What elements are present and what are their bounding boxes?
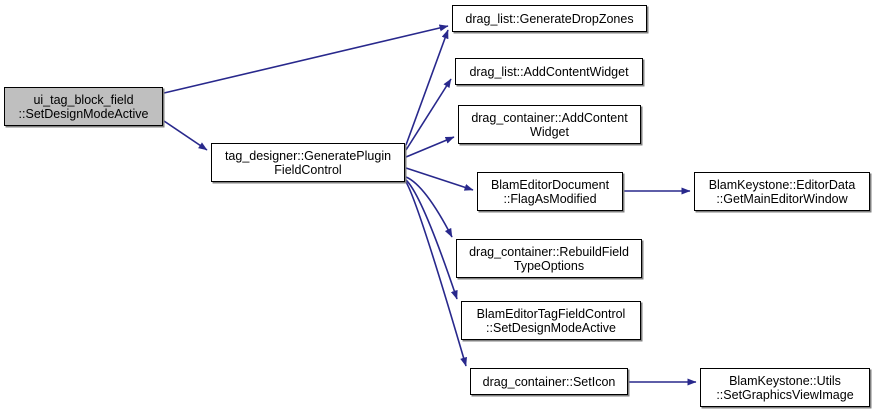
- graph-node-label: tag_designer::GeneratePlugin FieldContro…: [224, 148, 392, 177]
- graph-edge: [405, 136, 455, 158]
- graph-node-set_design_mode_active[interactable]: BlamEditorTagFieldControl ::SetDesignMod…: [461, 301, 641, 340]
- graph-node-add_content_widget_container[interactable]: drag_container::AddContent Widget: [458, 105, 641, 144]
- graph-node-root[interactable]: ui_tag_block_field ::SetDesignModeActive: [4, 87, 163, 126]
- graph-node-label: BlamEditorTagFieldControl ::SetDesignMod…: [476, 306, 626, 335]
- graph-node-label: BlamEditorDocument ::FlagAsModified: [490, 177, 610, 206]
- graph-node-label: BlamKeystone::Utils ::SetGraphicsViewIma…: [716, 373, 854, 402]
- graph-node-get_main_editor_window[interactable]: BlamKeystone::EditorData ::GetMainEditor…: [694, 172, 870, 211]
- graph-node-label: drag_list::AddContentWidget: [469, 64, 629, 79]
- graph-edge: [405, 179, 458, 300]
- graph-node-add_content_widget_list[interactable]: drag_list::AddContentWidget: [455, 58, 643, 85]
- graph-node-label: drag_container::AddContent Widget: [471, 110, 628, 139]
- graph-node-label: drag_list::GenerateDropZones: [465, 11, 634, 26]
- graph-edge: [405, 167, 474, 191]
- graph-edge: [405, 29, 449, 146]
- graph-node-label: ui_tag_block_field ::SetDesignModeActive: [18, 92, 149, 121]
- graph-edge: [405, 176, 453, 238]
- graph-node-flag_as_modified[interactable]: BlamEditorDocument ::FlagAsModified: [477, 172, 623, 211]
- graph-node-set_graphics_view_image[interactable]: BlamKeystone::Utils ::SetGraphicsViewIma…: [700, 368, 870, 407]
- graph-node-label: drag_container::RebuildField TypeOptions: [469, 244, 629, 273]
- graph-node-generate_drop_zones[interactable]: drag_list::GenerateDropZones: [452, 5, 647, 32]
- graph-node-rebuild_field_type_options[interactable]: drag_container::RebuildField TypeOptions: [456, 239, 642, 278]
- graph-node-tag_designer[interactable]: tag_designer::GeneratePlugin FieldContro…: [211, 143, 405, 182]
- graph-node-label: drag_container::SetIcon: [482, 374, 616, 389]
- graph-edge: [163, 120, 208, 151]
- graph-edge: [163, 24, 449, 94]
- graph-node-label: BlamKeystone::EditorData ::GetMainEditor…: [708, 177, 856, 206]
- graph-node-set_icon[interactable]: drag_container::SetIcon: [470, 368, 628, 395]
- graph-edge: [405, 78, 452, 151]
